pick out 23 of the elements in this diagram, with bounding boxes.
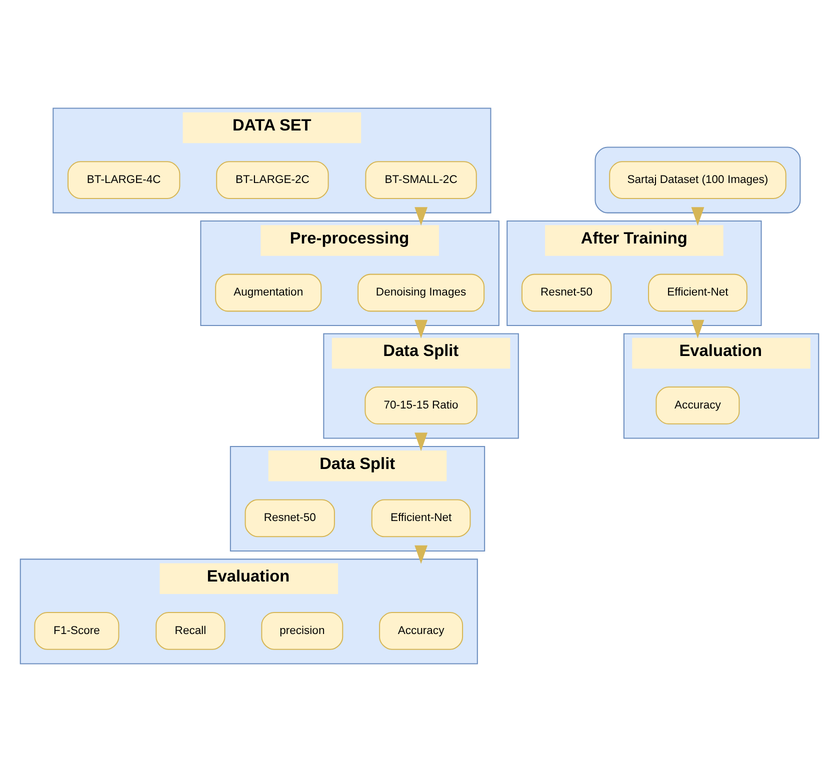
node-box: F1-Score <box>34 611 120 650</box>
arrow <box>414 206 428 226</box>
node-box: Resnet-50 <box>521 273 612 312</box>
arrow <box>414 432 428 451</box>
node-box: 70-15-15 Ratio <box>364 386 478 424</box>
node-box: Denoising Images <box>358 273 485 312</box>
arrow <box>414 544 428 564</box>
node-box: Efficient-Net <box>648 273 748 312</box>
node-box: Sartaj Dataset (100 Images) <box>609 160 786 198</box>
node-box: Recall <box>156 611 226 650</box>
arrow <box>691 319 704 338</box>
cluster <box>594 146 801 213</box>
node-box: Efficient-Net <box>371 498 471 537</box>
node-box: BT-SMALL-2C <box>365 160 477 198</box>
node-box: BT-LARGE-4C <box>68 160 180 198</box>
arrow <box>691 206 704 226</box>
node-box: Accuracy <box>379 611 464 650</box>
node-box: BT-LARGE-2C <box>216 160 329 198</box>
node-box: Resnet-50 <box>244 498 335 537</box>
arrow <box>414 319 428 338</box>
node-box: Accuracy <box>656 386 740 424</box>
node-box: Augmentation <box>215 273 322 312</box>
node-box: precision <box>261 611 344 650</box>
